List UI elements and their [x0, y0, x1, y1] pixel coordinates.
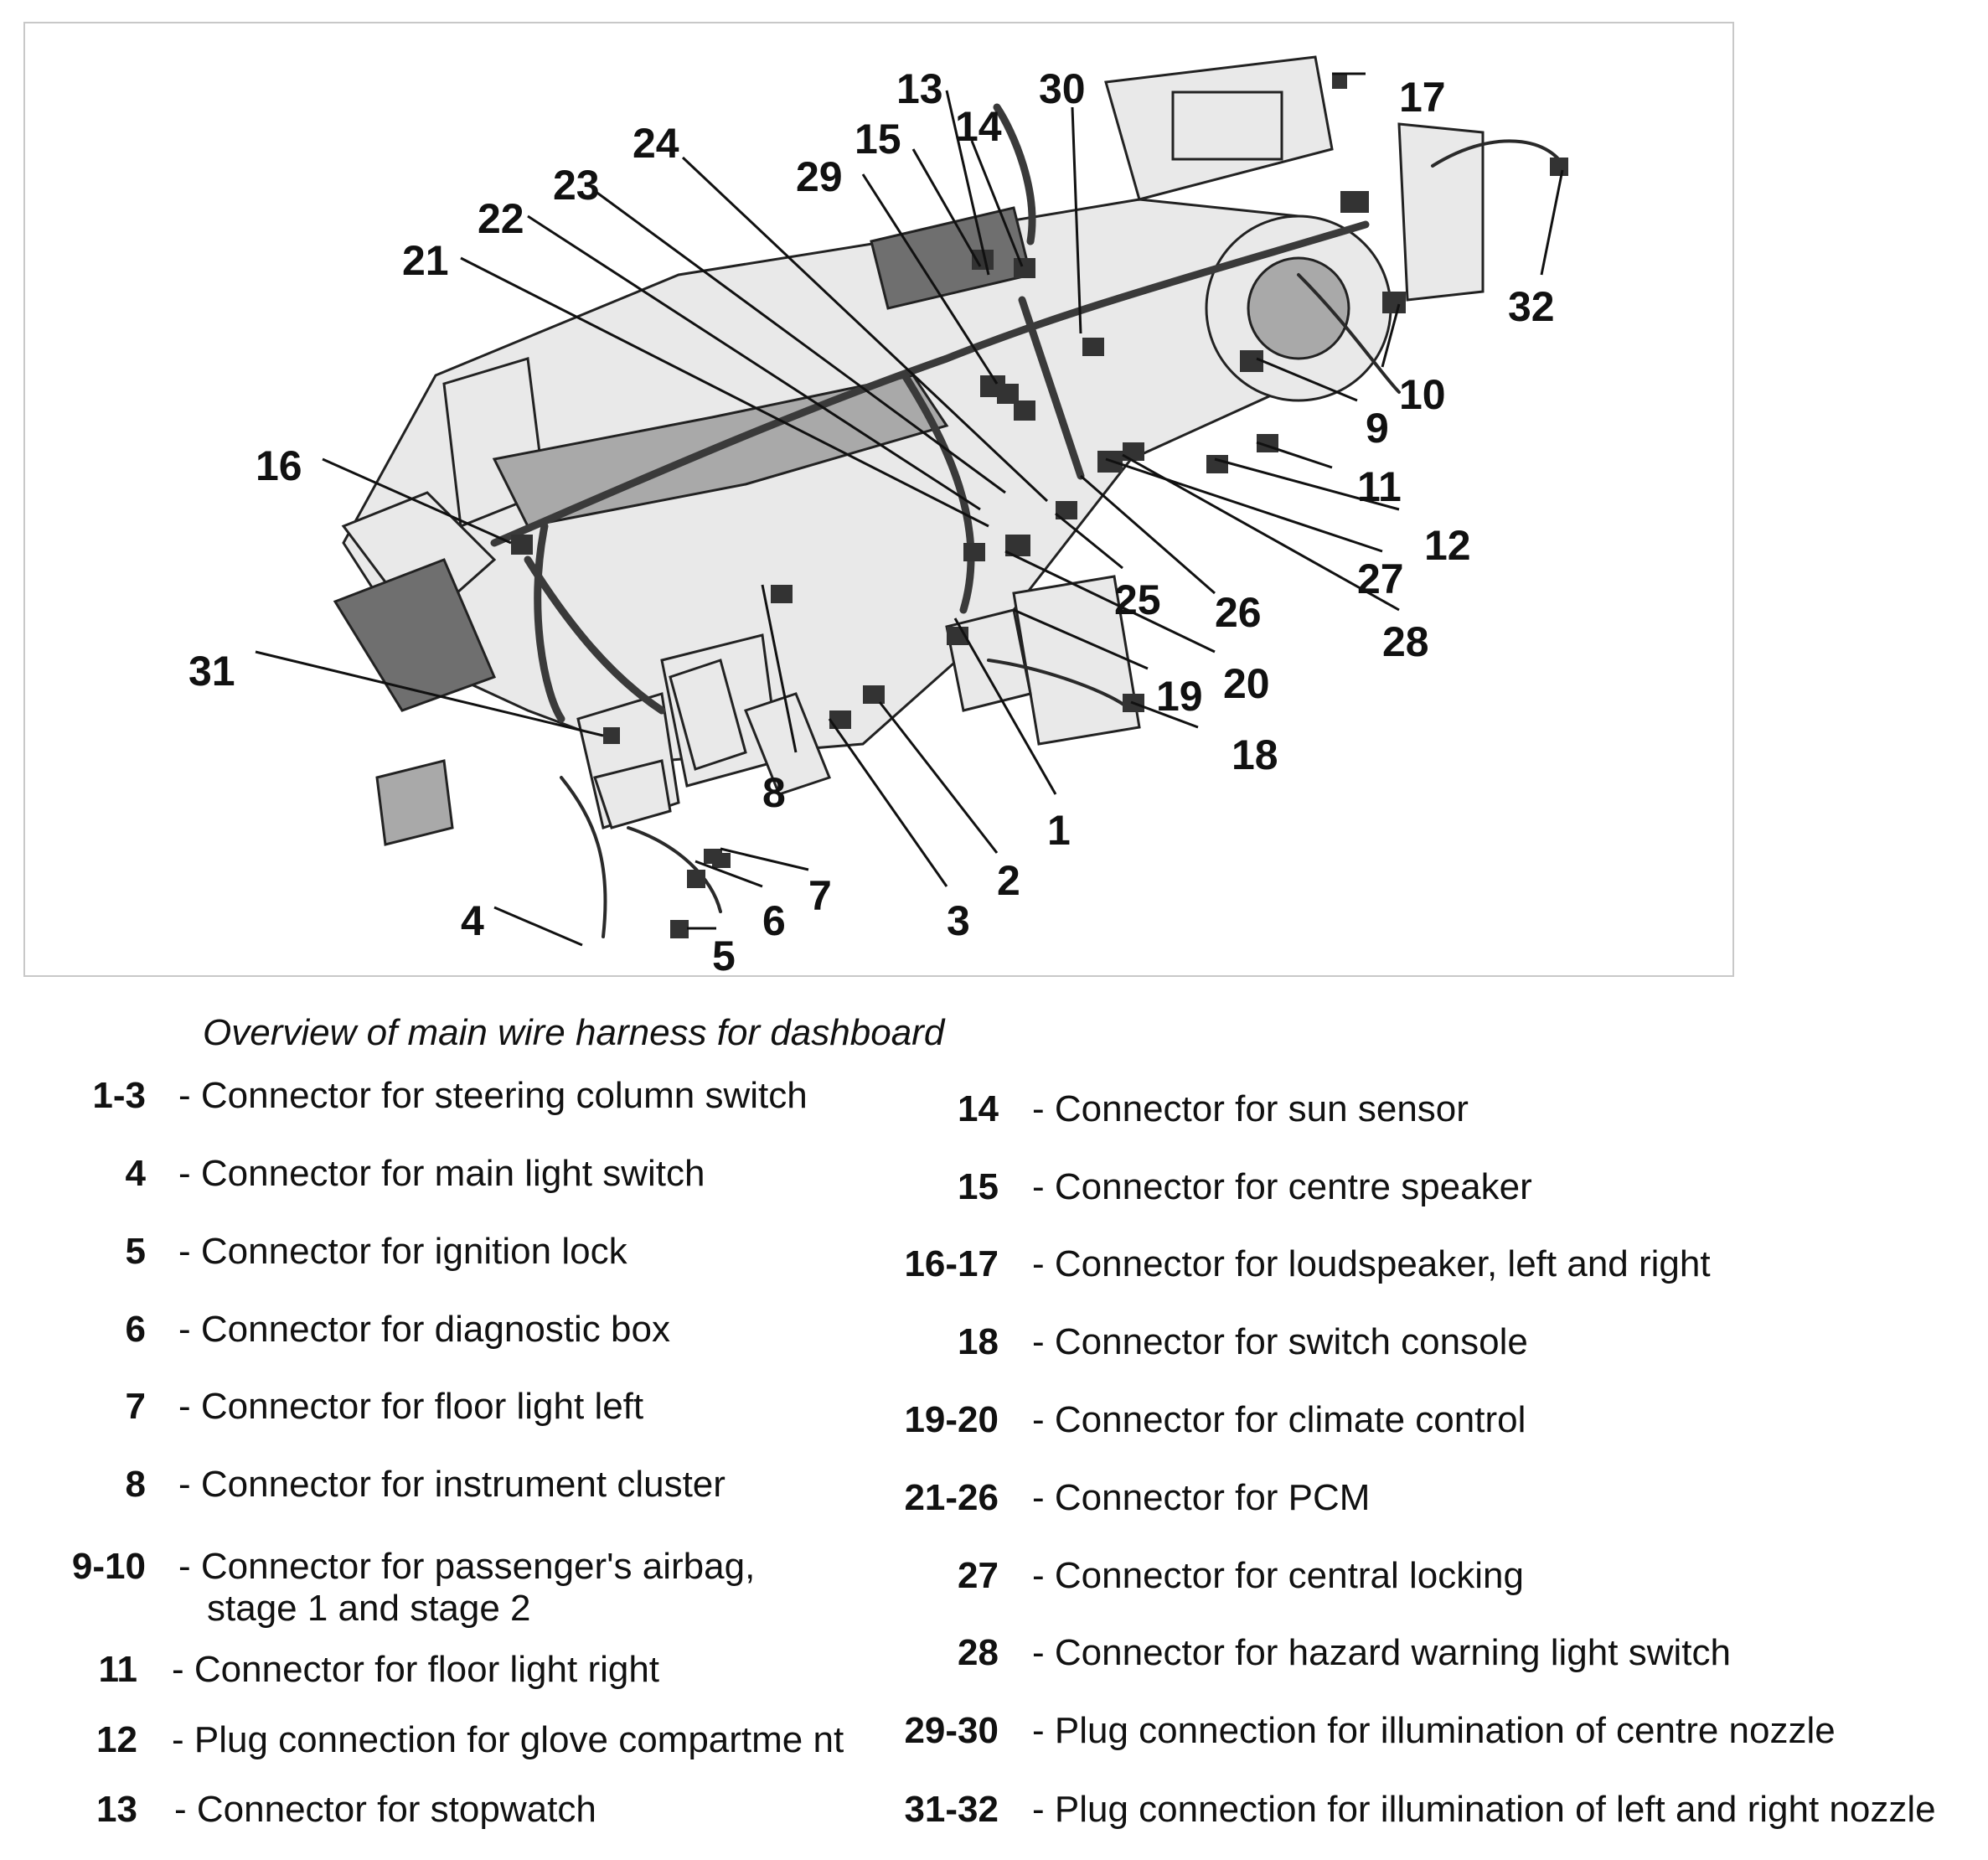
- callout-30: 30: [1039, 65, 1086, 112]
- callout-15: 15: [855, 116, 901, 163]
- callout-29: 29: [796, 153, 843, 200]
- legend-key: 7: [125, 1386, 146, 1427]
- legend-description: - Connector for floor light left: [178, 1386, 644, 1427]
- callout-1: 1: [1047, 807, 1071, 854]
- callout-27: 27: [1357, 555, 1404, 602]
- legend-description: - Connector for floor light right: [172, 1649, 660, 1690]
- legend-key: 16-17: [904, 1243, 999, 1284]
- legend-key: 15: [958, 1166, 999, 1207]
- legend-key: 19-20: [904, 1399, 999, 1440]
- callout-19: 19: [1156, 673, 1203, 720]
- callout-3: 3: [947, 897, 970, 944]
- legend-key: 6: [125, 1309, 146, 1350]
- legend-description: - Plug connection for illumination of ce…: [1032, 1710, 1836, 1751]
- legend-key: 5: [125, 1231, 146, 1272]
- wire-harness-diagram: 1 2 3 4 5 6 7 8 9 10 11 12 13 14 15 16 1…: [188, 55, 1568, 979]
- callout-13: 13: [896, 65, 943, 112]
- callout-10: 10: [1399, 371, 1446, 418]
- legend-description: - Plug connection for illumination of le…: [1032, 1789, 1936, 1830]
- legend-key: 4: [125, 1153, 146, 1194]
- legend-description: - Connector for stopwatch: [174, 1789, 596, 1830]
- callout-20: 20: [1223, 660, 1270, 707]
- callout-8: 8: [762, 769, 786, 816]
- legend-description: - Connector for climate control: [1032, 1399, 1526, 1440]
- legend-description: - Connector for sun sensor: [1032, 1088, 1469, 1129]
- callout-26: 26: [1215, 589, 1262, 636]
- callout-16: 16: [256, 442, 302, 489]
- legend-key: 18: [958, 1321, 999, 1362]
- callout-32: 32: [1508, 283, 1555, 330]
- legend-key: 27: [958, 1555, 999, 1596]
- legend-key: 28: [958, 1632, 999, 1673]
- callout-11: 11: [1357, 463, 1402, 510]
- legend-description: - Connector for diagnostic box: [178, 1309, 670, 1350]
- legend-description: - Connector for passenger's airbag,: [178, 1546, 756, 1587]
- legend-key: 12: [96, 1719, 137, 1760]
- figure-caption: Overview of main wire harness for dashbo…: [203, 1012, 945, 1053]
- wire-harness: [490, 103, 1568, 938]
- callout-4: 4: [461, 897, 484, 944]
- legend-description: - Connector for central locking: [1032, 1555, 1524, 1596]
- callout-2: 2: [997, 857, 1020, 904]
- legend-key: 31-32: [904, 1789, 999, 1830]
- legend-key: 14: [958, 1088, 999, 1129]
- callout-12: 12: [1424, 522, 1471, 569]
- leader-lines: [255, 72, 1564, 947]
- callout-18: 18: [1232, 731, 1278, 778]
- legend-description: - Connector for switch console: [1032, 1321, 1528, 1362]
- legend-description-continued: stage 1 and stage 2: [207, 1588, 531, 1629]
- callout-7: 7: [808, 872, 832, 919]
- legend-key: 8: [125, 1464, 146, 1505]
- callout-17: 17: [1399, 74, 1446, 121]
- callout-21: 21: [402, 237, 449, 284]
- callout-6: 6: [762, 897, 786, 944]
- callout-28: 28: [1382, 618, 1429, 665]
- callout-25: 25: [1114, 576, 1161, 623]
- legend-key: 29-30: [904, 1710, 999, 1751]
- legend-description: - Connector for steering column switch: [178, 1075, 808, 1116]
- legend-description: - Plug connection for glove compartme nt: [172, 1719, 844, 1760]
- legend-description: - Connector for hazard warning light swi…: [1032, 1632, 1731, 1673]
- callout-9: 9: [1366, 405, 1389, 452]
- callout-5: 5: [712, 933, 736, 979]
- legend-description: - Connector for PCM: [1032, 1477, 1371, 1518]
- legend-key: 1-3: [92, 1075, 146, 1116]
- legend-description: - Connector for ignition lock: [178, 1231, 627, 1272]
- legend-key: 21-26: [904, 1477, 999, 1518]
- callout-24: 24: [633, 120, 679, 167]
- legend-description: - Connector for centre speaker: [1032, 1166, 1532, 1207]
- callout-31: 31: [188, 648, 235, 695]
- legend-description: - Connector for loudspeaker, left and ri…: [1032, 1243, 1711, 1284]
- callout-22: 22: [478, 195, 524, 242]
- callout-23: 23: [553, 162, 600, 209]
- legend-key: 9-10: [71, 1546, 146, 1587]
- callout-14: 14: [955, 103, 1002, 150]
- legend-key: 13: [96, 1789, 137, 1830]
- legend-key: 11: [98, 1649, 137, 1690]
- figure-frame: 1 2 3 4 5 6 7 8 9 10 11 12 13 14 15 16 1…: [23, 22, 1734, 979]
- callout-labels: 1 2 3 4 5 6 7 8 9 10 11 12 13 14 15 16 1…: [188, 65, 1555, 979]
- legend-description: - Connector for main light switch: [178, 1153, 705, 1194]
- dashboard-structure: [333, 55, 1485, 846]
- legend-description: - Connector for instrument cluster: [178, 1464, 725, 1505]
